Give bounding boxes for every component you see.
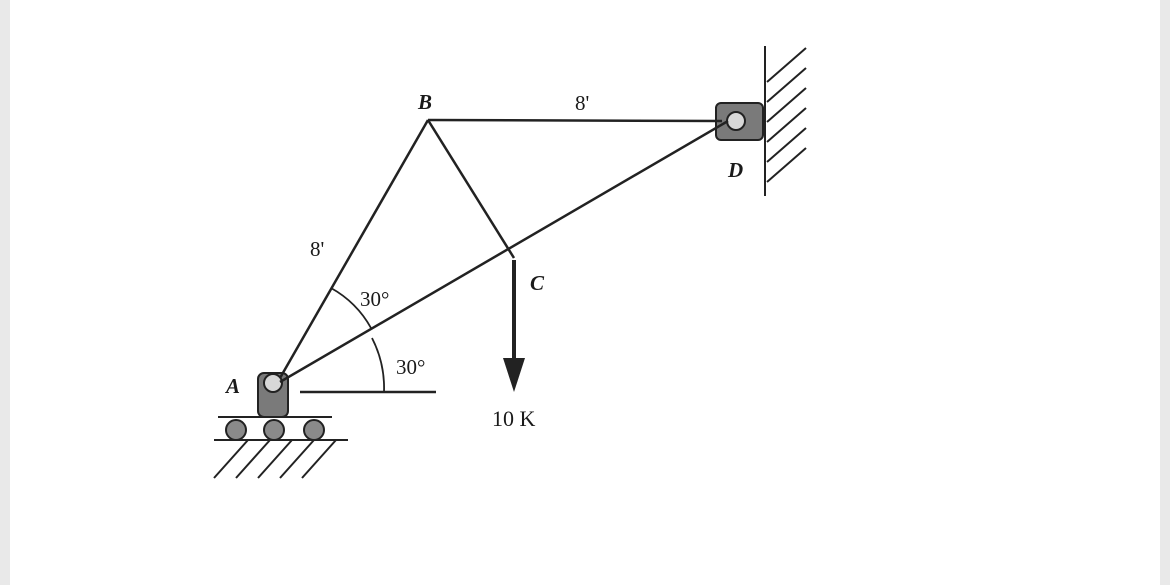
angle-label-upper: 30° [360,287,389,311]
pin-block-A [257,372,289,418]
pin-block-D [715,102,764,141]
member-AD [279,119,729,384]
dimension-label-BD: 8' [575,91,589,115]
load-arrow [503,260,525,392]
roller-wheel [263,419,285,441]
angle-label-lower: 30° [396,355,425,379]
point-label-D: D [727,158,743,182]
point-label-A: A [224,374,240,398]
angle-arc-upper [330,287,372,329]
member-BD [427,118,723,123]
roller-support-A [218,416,332,441]
member-AB [278,119,430,379]
wall-support-D [764,46,807,196]
angle-arc-lower [371,337,385,393]
member-BC [426,119,516,259]
roller-wheel [225,419,247,441]
truss-members [278,118,729,384]
dimension-label-AB: 8' [310,237,324,261]
ground-hatch [213,439,348,479]
point-label-B: B [417,90,432,114]
angle-arcs [330,287,385,393]
load-label: 10 K [492,406,536,431]
roller-wheel [303,419,325,441]
point-label-C: C [530,271,545,295]
